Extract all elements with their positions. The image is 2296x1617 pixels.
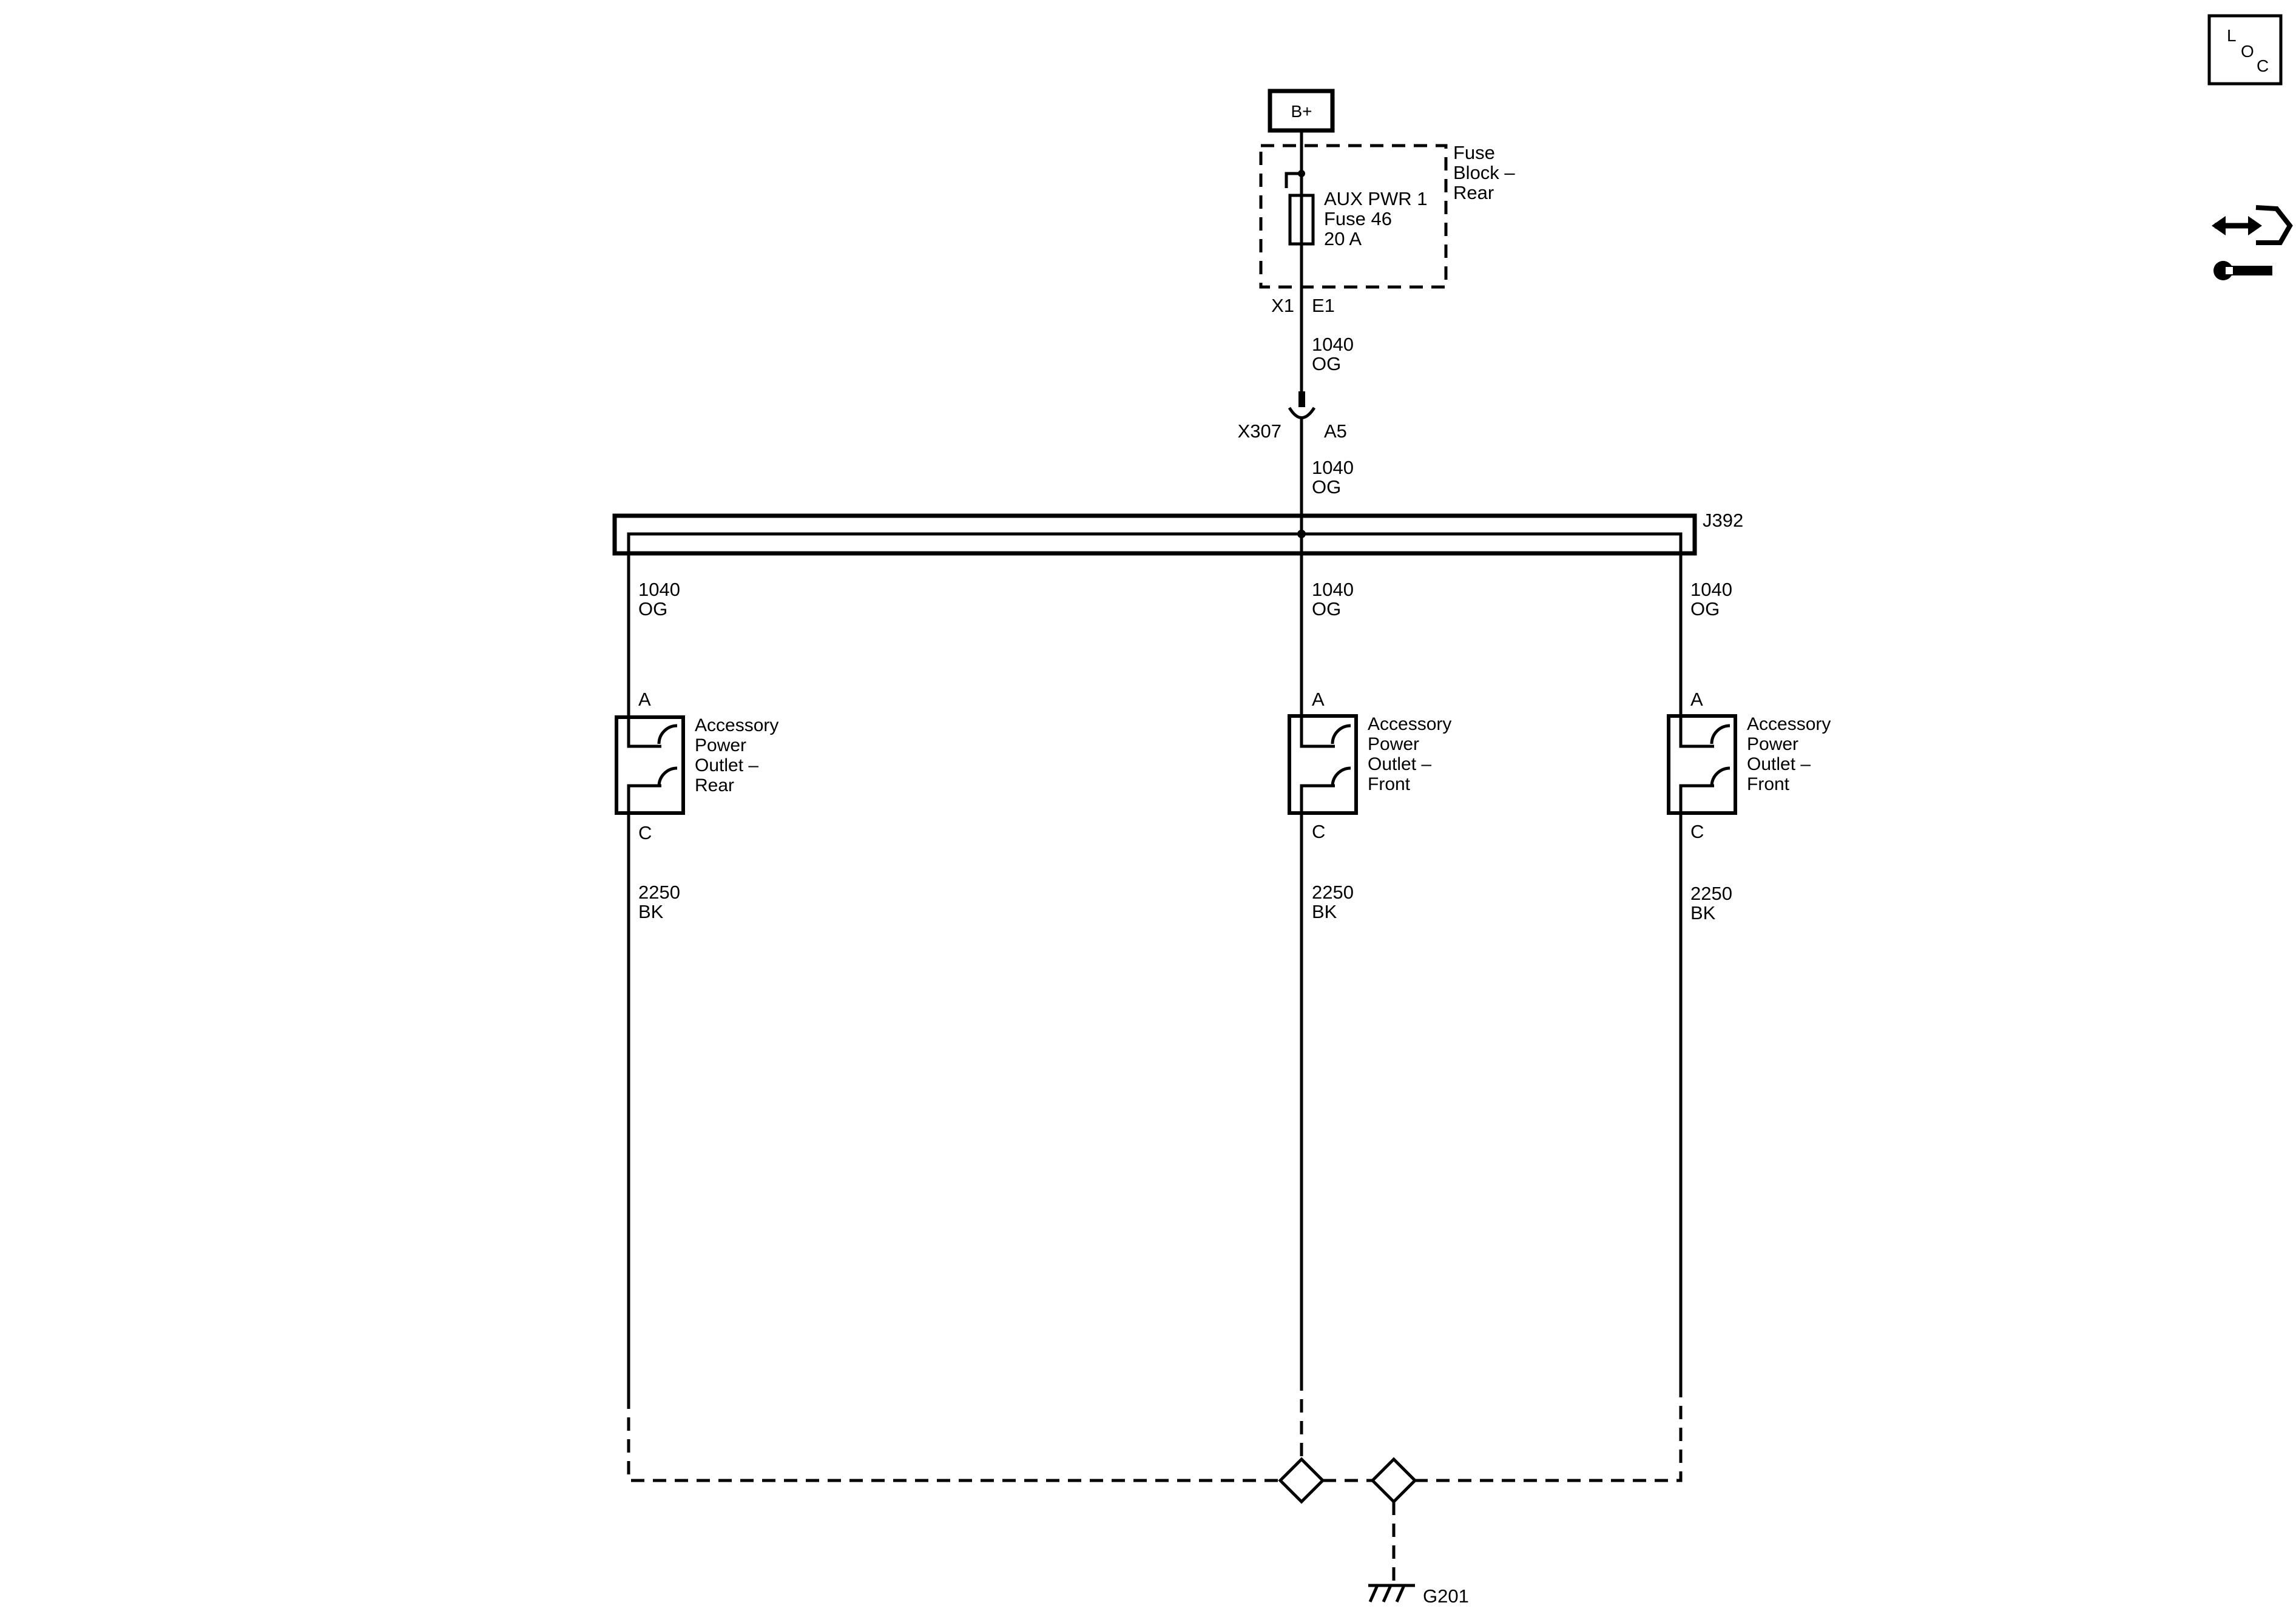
branch-rear-color: OG bbox=[638, 598, 667, 619]
fuse-block-terminal-label: E1 bbox=[1312, 295, 1335, 316]
outlet-front-center-name-line-1: Accessory bbox=[1368, 714, 1451, 734]
branch-front-right-color: OG bbox=[1690, 598, 1720, 619]
outlet-front-right-terminal-a: A bbox=[1690, 689, 1703, 710]
fuse-block-connector-label: X1 bbox=[1271, 295, 1294, 316]
loc-letter-o: O bbox=[2241, 42, 2254, 61]
accessory-power-outlet-front-right: A Accessory Power Outlet – Front C bbox=[1667, 689, 1831, 842]
ground-g201-symbol bbox=[1368, 1584, 1415, 1603]
loc-icon[interactable]: L O C bbox=[2207, 14, 2283, 86]
b-plus-label: B+ bbox=[1291, 102, 1312, 121]
fuse-rating-label: 20 A bbox=[1324, 228, 1362, 249]
outlet-front-center-terminal-c: C bbox=[1312, 821, 1325, 842]
outlet-front-center-name-line-4: Front bbox=[1368, 774, 1411, 794]
outlet-front-center-terminal-a: A bbox=[1312, 689, 1325, 710]
outlet-rear-name-line-1: Accessory bbox=[695, 715, 778, 735]
branch-rear-circuit: 1040 bbox=[638, 579, 680, 600]
ground-wire-rear-circuit: 2250 bbox=[638, 882, 680, 903]
ground-wire-front-right-color: BK bbox=[1690, 902, 1716, 923]
fuse-name-label: AUX PWR 1 bbox=[1324, 188, 1428, 209]
outlet-rear-name-line-2: Power bbox=[695, 735, 746, 755]
ground-wire-rear-color: BK bbox=[638, 901, 664, 922]
outlet-front-right-name-line-1: Accessory bbox=[1747, 714, 1831, 734]
feed-wire-1-color: OG bbox=[1312, 353, 1341, 374]
inline-connector-x307 bbox=[1288, 391, 1316, 419]
service-arrows-wrench-icon[interactable] bbox=[2212, 205, 2293, 280]
loc-letter-l: L bbox=[2227, 26, 2237, 45]
feed-wire-2-color: OG bbox=[1312, 476, 1341, 498]
outlet-front-center-name-line-3: Outlet – bbox=[1368, 754, 1431, 774]
outlet-front-right-terminal-c: C bbox=[1690, 821, 1704, 842]
fuse-block-node bbox=[1298, 170, 1305, 177]
fuse-block-bus bbox=[1285, 146, 1303, 195]
outlet-rear-terminal-c: C bbox=[638, 822, 652, 843]
accessory-power-outlet-rear: A Accessory Power Outlet – Rear C bbox=[615, 689, 778, 843]
outlet-front-right-name-line-2: Power bbox=[1747, 734, 1798, 754]
outlet-front-right-name-line-4: Front bbox=[1747, 774, 1790, 794]
outlet-rear-terminal-a: A bbox=[638, 689, 651, 710]
outlet-front-right-name-line-3: Outlet – bbox=[1747, 754, 1811, 774]
outlet-front-center-name-line-2: Power bbox=[1368, 734, 1419, 754]
outlet-rear-name-line-3: Outlet – bbox=[695, 755, 758, 775]
outlet-rear-name-line-4: Rear bbox=[695, 775, 734, 795]
branch-front-right-circuit: 1040 bbox=[1690, 579, 1732, 600]
feed-wire-2-circuit: 1040 bbox=[1312, 457, 1354, 478]
fuse-block-name-line-2: Block – bbox=[1453, 162, 1515, 183]
ground-wire-front-center-circuit: 2250 bbox=[1312, 882, 1354, 903]
accessory-power-outlet-front-center: A Accessory Power Outlet – Front C bbox=[1288, 689, 1451, 842]
fuse-number-label: Fuse 46 bbox=[1324, 208, 1392, 229]
ground-wire-front-right-circuit: 2250 bbox=[1690, 883, 1732, 904]
fuse-block-boundary bbox=[1259, 144, 1448, 289]
feed-wire-1-circuit: 1040 bbox=[1312, 334, 1354, 355]
ground-splice-diamond-2 bbox=[1370, 1457, 1417, 1504]
fuse-block-rear: Fuse Block – Rear AUX PWR 1 Fuse 46 20 A bbox=[1259, 142, 1515, 289]
branch-front-center-color: OG bbox=[1312, 598, 1341, 619]
x307-terminal-label: A5 bbox=[1324, 420, 1347, 442]
ground-bus-dashed bbox=[627, 1377, 1683, 1582]
branch-front-center-circuit: 1040 bbox=[1312, 579, 1354, 600]
splice-pack-j392: J392 bbox=[612, 510, 1743, 556]
ground-g201-label: G201 bbox=[1423, 1585, 1469, 1607]
fuse-block-name-line-1: Fuse bbox=[1453, 142, 1495, 163]
splice-j392-label: J392 bbox=[1703, 510, 1743, 531]
ground-wire-front-center-color: BK bbox=[1312, 901, 1337, 922]
ground-splice-diamond-1 bbox=[1278, 1457, 1325, 1504]
battery-positive-source: B+ bbox=[1268, 89, 1335, 133]
fuse-block-name-line-3: Rear bbox=[1453, 182, 1494, 203]
x307-connector-label: X307 bbox=[1238, 420, 1281, 442]
loc-letter-c: C bbox=[2257, 56, 2269, 75]
